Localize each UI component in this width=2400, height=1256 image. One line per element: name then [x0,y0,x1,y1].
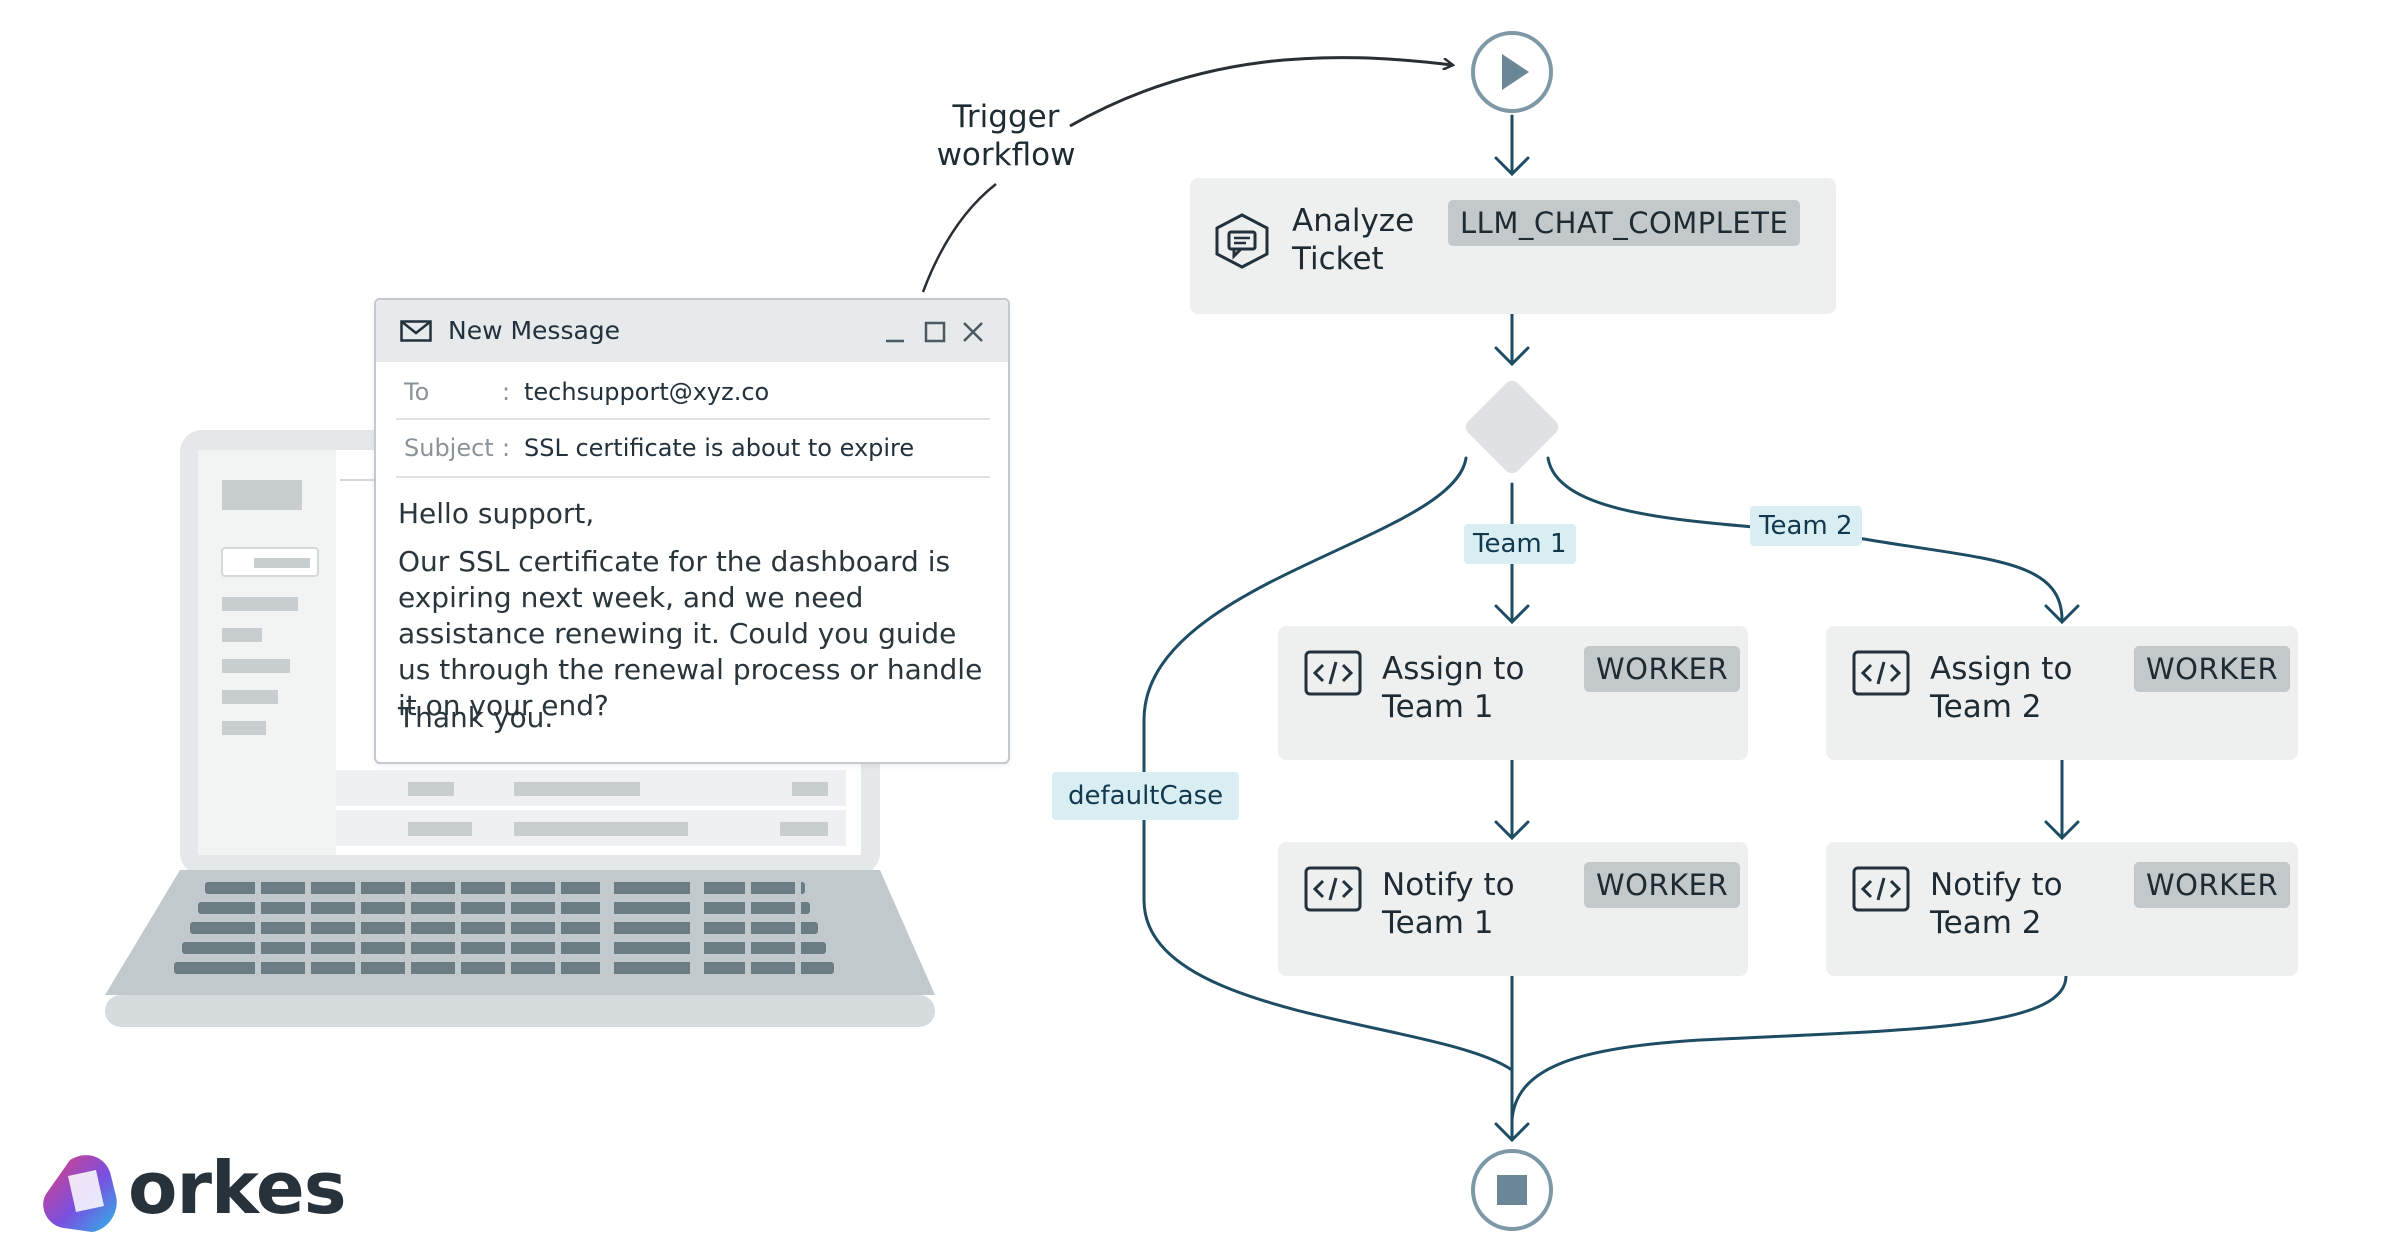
end-node[interactable] [1471,1149,1553,1231]
subject-label: Subject [404,434,494,462]
subject-field[interactable]: SSL certificate is about to expire [524,434,915,462]
trigger-arrow [921,183,997,293]
edge-label-team2: Team 2 [1750,506,1862,546]
task-notify-team2[interactable]: Notify to Team 2 WORKER [1826,842,2298,976]
start-node[interactable] [1471,31,1553,113]
stop-icon [1497,1175,1527,1205]
to-field[interactable]: techsupport@xyz.co [524,378,770,406]
trigger-arrow-head [1069,56,1452,128]
orkes-logo-icon [43,1155,117,1232]
chat-bubble-icon [1215,213,1269,269]
task-name: Assign to Team 1 [1382,651,1525,725]
envelope-icon [400,320,432,342]
window-controls [886,321,983,343]
to-separator: : [502,378,511,406]
task-notify-team1[interactable]: Notify to Team 1 WORKER [1278,842,1748,976]
subject-separator: : [502,434,511,462]
orkes-logo-text: orkes [128,1146,347,1230]
task-analyze-ticket[interactable]: Analyze Ticket LLM_CHAT_COMPLETE [1190,178,1836,314]
code-icon [1852,650,1910,696]
email-window-title: New Message [448,316,621,345]
task-type-badge: LLM_CHAT_COMPLETE [1448,200,1801,246]
task-name: Assign to Team 2 [1930,651,2073,725]
task-assign-team1[interactable]: Assign to Team 1 WORKER [1278,626,1748,760]
divider [396,418,990,420]
edge-label-team1: Team 1 [1464,524,1576,564]
trigger-annotation-line2: workflow [936,137,1076,173]
email-closing[interactable]: Thank you. [398,701,554,734]
to-label: To [404,378,430,406]
task-type-badge: WORKER [2134,646,2291,692]
task-type-badge: WORKER [1584,862,1741,908]
divider [396,476,990,478]
switch-diamond[interactable] [1463,378,1562,477]
email-titlebar: New Message [376,300,1008,362]
workflow-connectors [1142,114,2080,1143]
edge-label-default: defaultCase [1052,772,1240,820]
code-icon [1304,650,1362,696]
close-icon [963,322,983,342]
task-type-badge: WORKER [2134,862,2291,908]
email-greeting[interactable]: Hello support, [398,497,595,530]
maximize-icon [924,321,946,343]
trigger-annotation: Trigger workflow [926,98,1086,174]
trigger-annotation-line1: Trigger [952,99,1060,135]
play-icon [1502,54,1529,90]
code-icon [1304,866,1362,912]
task-name: Notify to Team 2 [1930,867,2063,941]
task-type-badge: WORKER [1584,646,1741,692]
email-compose-window: New Message To : techsupport@xyz.co Subj… [374,298,1010,764]
task-name: Notify to Team 1 [1382,867,1515,941]
task-assign-team2[interactable]: Assign to Team 2 WORKER [1826,626,2298,760]
email-body[interactable]: Our SSL certificate for the dashboard is… [398,545,983,722]
task-name: Analyze Ticket [1292,203,1415,277]
code-icon [1852,866,1910,912]
